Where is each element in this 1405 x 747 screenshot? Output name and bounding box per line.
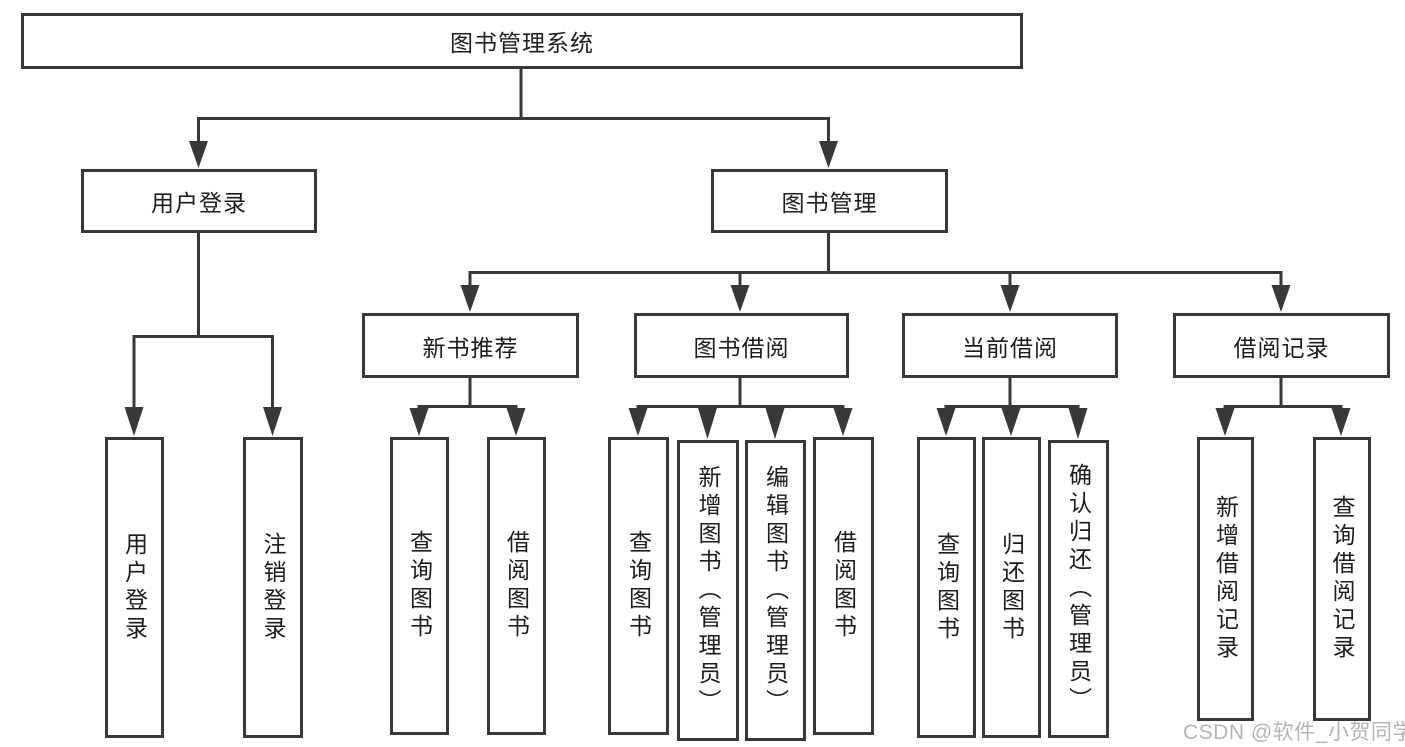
arrowhead-down xyxy=(819,141,838,168)
node-book-borrowing: 图书借阅 xyxy=(634,313,849,378)
node-borrowing-records: 借阅记录 xyxy=(1173,313,1390,378)
arrowhead-down xyxy=(409,408,429,436)
arrowhead-down xyxy=(124,407,144,436)
arrowhead-down xyxy=(765,408,785,439)
arrowhead-down xyxy=(1068,408,1088,439)
node-book-management: 图书管理 xyxy=(711,169,948,233)
arrowhead-down xyxy=(833,408,853,436)
node-query-borrow-record: 查询借阅记录 xyxy=(1313,437,1371,721)
node-query-books-current: 查询图书 xyxy=(917,437,976,738)
node-query-books-recommend: 查询图书 xyxy=(390,437,449,735)
node-login: 用户登录 xyxy=(105,437,164,738)
edges-from-borrowing-records xyxy=(1215,377,1351,436)
node-logout: 注销登录 xyxy=(243,437,303,738)
arrowhead-down xyxy=(730,285,750,312)
edges-from-root xyxy=(189,68,838,168)
arrowhead-down xyxy=(263,407,282,436)
arrowhead-down xyxy=(1215,408,1235,436)
arrowhead-down xyxy=(628,408,648,436)
edges-from-user-login xyxy=(124,232,282,436)
edges-from-book-borrowing xyxy=(628,377,853,439)
node-return-books: 归还图书 xyxy=(982,437,1041,738)
node-borrow-books-recommend: 借阅图书 xyxy=(487,437,546,735)
node-add-books-admin: 新增图书（管理员） xyxy=(677,440,739,741)
arrowhead-down xyxy=(460,285,480,312)
node-query-books-borrowing: 查询图书 xyxy=(608,437,669,735)
arrowhead-down xyxy=(1271,285,1291,312)
node-user-login: 用户登录 xyxy=(81,169,317,233)
arrowhead-down xyxy=(1001,408,1021,436)
node-root: 图书管理系统 xyxy=(21,13,1023,69)
edges-from-new-book-recommendation xyxy=(409,377,526,436)
csdn-watermark: CSDN @软件_小贺同学 xyxy=(1183,721,1405,744)
edges-from-current-borrowing xyxy=(936,377,1088,439)
arrowhead-down xyxy=(506,408,526,436)
arrowhead-down xyxy=(1000,285,1020,312)
arrowhead-down xyxy=(936,408,956,436)
arrowhead-down xyxy=(189,141,208,168)
arrowhead-down xyxy=(1331,408,1351,436)
node-edit-books-admin: 编辑图书（管理员） xyxy=(745,440,806,741)
node-borrow-books-borrowing: 借阅图书 xyxy=(813,437,874,735)
node-add-borrow-record: 新增借阅记录 xyxy=(1197,437,1254,721)
node-current-borrowing: 当前借阅 xyxy=(902,313,1118,378)
node-new-book-recommendation: 新书推荐 xyxy=(362,313,579,378)
arrowhead-down xyxy=(698,408,717,439)
edges-from-book-management xyxy=(460,232,1291,312)
node-confirm-return-admin: 确认归还（管理员） xyxy=(1048,440,1109,738)
